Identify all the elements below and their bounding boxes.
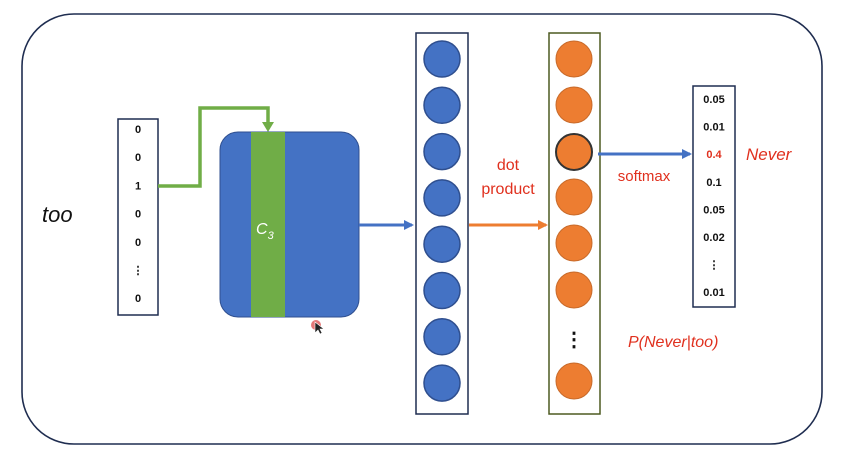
output-node bbox=[555, 86, 593, 124]
one-hot-entry: 0 bbox=[135, 293, 141, 305]
probability-entry: 0.05 bbox=[703, 94, 724, 106]
one-hot-entry: 0 bbox=[135, 124, 141, 136]
hidden-node bbox=[423, 364, 461, 402]
probability-expression: P(Never|too) bbox=[628, 334, 718, 351]
one-hot-entry: 1 bbox=[135, 180, 141, 192]
hidden-node bbox=[423, 179, 461, 217]
one-hot-entry: 0 bbox=[135, 209, 141, 221]
output-node bbox=[555, 133, 593, 171]
hidden-node bbox=[423, 318, 461, 356]
probability-vector-box bbox=[692, 85, 736, 308]
output-layer-nodes bbox=[555, 40, 593, 400]
probability-entry: 0.02 bbox=[703, 232, 724, 244]
hidden-node bbox=[423, 271, 461, 310]
predicted-word: Never bbox=[746, 145, 793, 164]
probability-entry: 0.01 bbox=[703, 122, 724, 134]
probability-entry-highlighted: 0.4 bbox=[706, 149, 722, 161]
one-hot-vector-box bbox=[117, 118, 159, 316]
input-word: too bbox=[42, 202, 73, 227]
column-label: C3 bbox=[256, 221, 275, 242]
output-node bbox=[555, 178, 593, 216]
one-hot-entry: 0 bbox=[135, 237, 141, 249]
output-node bbox=[555, 224, 593, 262]
embedding-matrix bbox=[219, 131, 360, 318]
probability-entry: 0.05 bbox=[703, 204, 724, 216]
dot-product-label-line2: product bbox=[481, 181, 535, 198]
hidden-layer-nodes bbox=[423, 40, 461, 402]
hidden-node bbox=[423, 40, 461, 78]
output-node bbox=[555, 40, 593, 78]
hidden-node bbox=[423, 225, 461, 263]
probability-entry: ⋮ bbox=[709, 260, 720, 272]
hidden-node bbox=[423, 132, 461, 171]
probability-entry: 0.01 bbox=[703, 287, 724, 299]
one-hot-entry: 0 bbox=[135, 152, 141, 164]
output-node bbox=[555, 362, 593, 400]
one-hot-entry: ⋮ bbox=[133, 265, 144, 277]
probability-entry: 0.1 bbox=[706, 177, 721, 189]
selection-arrow bbox=[158, 106, 270, 188]
mouse-pointer-icon bbox=[311, 320, 325, 335]
dot-product-label-line1: dot bbox=[497, 157, 520, 174]
output-ellipsis: ⋮ bbox=[564, 329, 584, 351]
output-node bbox=[555, 271, 593, 309]
one-hot-vector: 0 0 1 0 0 ⋮ 0 bbox=[133, 124, 144, 305]
softmax-label: softmax bbox=[618, 168, 671, 185]
probability-vector: 0.05 0.01 0.4 0.1 0.05 0.02 ⋮ 0.01 bbox=[703, 94, 724, 299]
embedding-column-c3 bbox=[251, 132, 285, 317]
selection-arrow-head bbox=[262, 122, 274, 132]
hidden-node bbox=[423, 86, 461, 125]
